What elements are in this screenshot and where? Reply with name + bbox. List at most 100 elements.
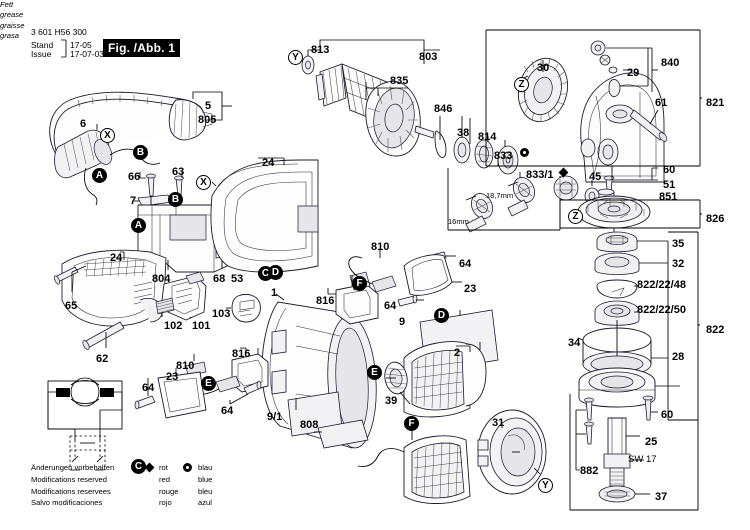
gear-housing: [553, 40, 668, 209]
marker-x-3: X: [100, 128, 115, 143]
rear-cap-2: [403, 341, 487, 418]
bearing-39: [384, 361, 411, 405]
callout-23: 23: [464, 283, 477, 295]
lower-flange: [575, 367, 680, 471]
wiring-schematic: [47, 377, 123, 471]
callout-30: 30: [537, 62, 550, 74]
callout-35: 35: [672, 238, 685, 250]
callout-822: 822: [706, 324, 725, 336]
power-cord-group: [49, 91, 232, 206]
spindle-25: [598, 417, 650, 503]
handle-shell-24-lower: [53, 249, 167, 350]
callout-822-22-50: 822/22/50: [637, 304, 686, 316]
callout-64: 64: [142, 382, 155, 394]
callout-813: 813: [311, 44, 330, 56]
stand-value: 17-05: [70, 40, 92, 50]
marker-y-18: Y: [538, 478, 553, 493]
callout-804: 804: [152, 273, 171, 285]
callout-34: 34: [568, 337, 581, 349]
callout-833: 833: [494, 150, 513, 162]
callout-64: 64: [384, 300, 397, 312]
callout-7: 7: [130, 195, 137, 207]
callout-60: 60: [663, 164, 676, 176]
callout-2: 2: [454, 347, 461, 359]
spanner-size: SW 17: [628, 454, 657, 465]
callout-24: 24: [262, 157, 275, 169]
bearings-833: [447, 154, 561, 233]
marker-d-8: D: [268, 265, 283, 280]
marker-c-17: C: [131, 459, 146, 474]
part-103: [226, 293, 261, 323]
callout-60: 60: [661, 409, 674, 421]
callout-51: 51: [663, 179, 676, 191]
callout-24: 24: [110, 252, 123, 264]
callout-803: 803: [419, 51, 438, 63]
callout-882: 882: [580, 465, 599, 477]
marker-d-13: D: [434, 308, 449, 323]
callout-23: 23: [166, 371, 179, 383]
grease-note: Fett grease graisse grasa: [0, 0, 25, 40]
callout-66: 66: [128, 171, 141, 183]
marker-x-4: X: [196, 175, 211, 190]
callout-840: 840: [661, 57, 680, 69]
callout-45: 45: [589, 171, 602, 183]
legend-red: rot red rouge rojo: [159, 463, 179, 508]
callout-851: 851: [659, 191, 678, 203]
callout-31: 31: [492, 417, 505, 429]
callout-53: 53: [231, 273, 244, 285]
marker-a-1: A: [92, 168, 107, 183]
callout-29: 29: [627, 67, 640, 79]
callout-810: 810: [371, 241, 390, 253]
callout-62: 62: [96, 353, 109, 365]
spring-102: [155, 297, 175, 315]
callout-816: 816: [316, 295, 335, 307]
armature-803: [301, 39, 440, 157]
callout-61: 61: [655, 97, 668, 109]
part-number: 3 601 H56 300: [31, 27, 87, 37]
marker-y-9: Y: [288, 50, 303, 65]
callout-28: 28: [672, 351, 685, 363]
trigger-101: [155, 271, 207, 321]
figure-label: Fig. /Abb. 1: [103, 39, 181, 57]
marker-e-14: E: [367, 365, 382, 380]
handle-shell-24-upper: [210, 157, 319, 273]
callout-37: 37: [655, 491, 668, 503]
group-brackets: [485, 29, 702, 511]
legend-blue: blau blue bleu azul: [198, 463, 213, 508]
big-gear-826: [577, 195, 651, 236]
callout-64: 64: [221, 405, 234, 417]
reservations-note: Änderungen vorbehalten Modifications res…: [31, 463, 115, 508]
bearing-stack: [577, 231, 668, 377]
callout-25: 25: [645, 436, 658, 448]
callout-835: 835: [390, 75, 409, 87]
marker-f-16: F: [404, 416, 419, 431]
marker-e-15: E: [201, 376, 216, 391]
callout-38: 38: [457, 127, 470, 139]
callout-816: 816: [232, 348, 251, 360]
callout-810: 810: [176, 360, 195, 372]
callout-808: 808: [300, 419, 319, 431]
stand-label: Stand: [31, 40, 54, 50]
marker-f-12: F: [352, 276, 367, 291]
brush-assembly-right: [327, 250, 462, 325]
blue-dot-marker-833: [520, 148, 529, 157]
callout-833-1: 833/1: [526, 169, 554, 181]
callout-32: 32: [672, 258, 685, 270]
callout-822-22-48: 822/22/48: [637, 279, 686, 291]
dimension-16mm: 16mm: [448, 217, 469, 226]
callout-1: 1: [271, 287, 278, 299]
callout-68: 68: [213, 273, 226, 285]
callout-814: 814: [478, 131, 497, 143]
marker-b-2: B: [133, 145, 148, 160]
marker-z-11: Z: [568, 209, 583, 224]
callout-101: 101: [192, 320, 211, 332]
callout-102: 102: [164, 320, 183, 332]
issue-value: 17-07-03: [70, 49, 105, 59]
callout-63: 63: [172, 166, 185, 178]
callout-103: 103: [212, 308, 231, 320]
callout-846: 846: [434, 103, 453, 115]
marker-z-10: Z: [514, 77, 529, 92]
callout-805: 805: [198, 114, 217, 126]
